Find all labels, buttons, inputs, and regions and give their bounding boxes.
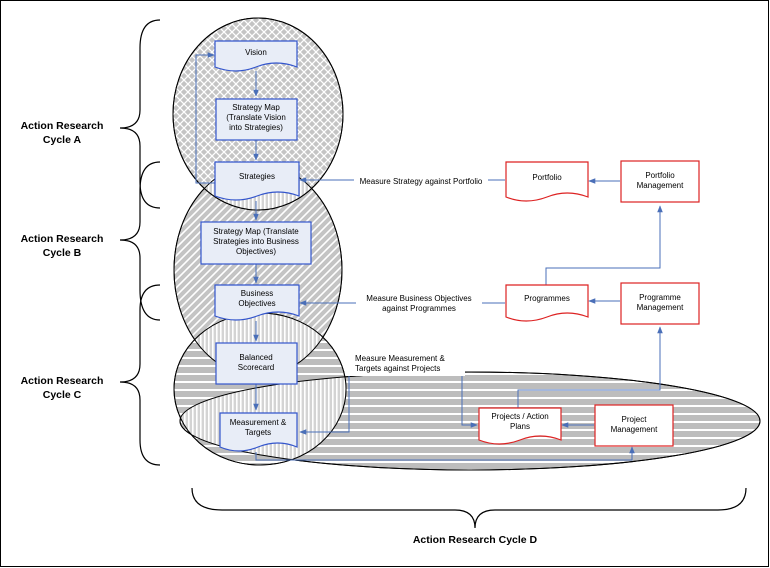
strategy-map-2-label-line: Strategy Map (Translate (213, 227, 299, 236)
cycle-d-label: Action Research Cycle D (413, 534, 538, 546)
balanced-scorecard-label-line: Scorecard (238, 363, 274, 372)
measurement-targets-label-line: Measurement & (230, 418, 287, 427)
measurement-targets-label: Measurement &Targets (230, 418, 287, 437)
project-management-box[interactable] (594, 404, 674, 447)
strategy-map-box[interactable] (215, 98, 298, 141)
projects-action-plans-label-line: Plans (510, 422, 530, 431)
brace-cycle-d (191, 487, 747, 529)
programme-management-label-line: Management (637, 303, 684, 312)
strategy-map-label-line: Strategy Map (232, 103, 280, 112)
cycle-b-label-line: Cycle B (43, 247, 82, 259)
portfolio-management-label-line: Management (637, 181, 684, 190)
vision-box[interactable] (214, 40, 298, 72)
measure-targets-label: Measure Measurement &Targets against Pro… (355, 354, 445, 373)
arrow-projects-programmemgmt (517, 326, 663, 408)
measure-objectives-label-line: against Programmes (382, 304, 456, 313)
measure-strategy-label-line: Measure Strategy against Portfolio (360, 177, 483, 186)
brace-cycle-b (119, 161, 161, 321)
portfolio-label: Portfolio (532, 173, 562, 182)
balanced-scorecard-label-line: Balanced (239, 353, 272, 362)
strategy-map-2-label-line: Objectives) (236, 247, 276, 256)
measure-objectives-label-line: Measure Business Objectives (366, 294, 471, 303)
business-objectives-box[interactable] (214, 284, 300, 321)
brace-cycle-a (119, 19, 161, 209)
strategy-map-label-line: (Translate Vision (226, 113, 286, 122)
project-management-label-line: Project (622, 415, 648, 424)
programme-management-box[interactable] (620, 282, 700, 325)
strategic-boxes (200, 40, 312, 452)
measurement-targets-box[interactable] (219, 412, 298, 452)
portfolio-management-label-line: Portfolio (645, 171, 675, 180)
arrow-label-projects (461, 368, 478, 428)
cycle-c-label-line: Cycle C (43, 389, 82, 401)
programmes-box[interactable] (505, 284, 589, 322)
strategies-label: Strategies (239, 172, 275, 181)
arrow-strategies-vision-loop (195, 52, 216, 184)
business-objectives-label-line: Business (241, 289, 273, 298)
project-management-label-line: Management (611, 425, 658, 434)
strategy-map-2-label-line: Strategies into Business (213, 237, 299, 246)
arrow-measurement-projectmgmt (255, 446, 635, 461)
measurement-targets-label-line: Targets (245, 428, 271, 437)
projects-action-plans-box[interactable] (478, 407, 562, 445)
cycle-b-label-line: Action Research (21, 233, 104, 245)
label-backgrounds (347, 175, 488, 376)
operational-boxes (478, 160, 700, 447)
arrow-projects-measurement (299, 368, 350, 435)
business-objectives-label-line: Objectives (238, 299, 275, 308)
balanced-scorecard-box[interactable] (215, 342, 298, 385)
strategy-map-label-line: into Strategies) (229, 123, 283, 132)
strategies-label-line: Strategies (239, 172, 275, 181)
measure-strategy-label: Measure Strategy against Portfolio (360, 177, 483, 186)
programmes-label-line: Programmes (524, 294, 570, 303)
programmes-label: Programmes (524, 294, 570, 303)
portfolio-management-box[interactable] (620, 160, 700, 203)
arrow-programmes-portfoliomgmt (545, 205, 663, 285)
cycle-a-label-line: Cycle A (43, 134, 82, 146)
portfolio-label-line: Portfolio (532, 173, 562, 182)
programme-management-label-line: Programme (639, 293, 681, 302)
cycle-braces (119, 19, 747, 529)
strategy-map-2-box[interactable] (200, 221, 312, 265)
cycle-d-label-line: Action Research Cycle D (413, 534, 538, 546)
brace-cycle-c (119, 284, 161, 466)
cycle-c-label-line: Action Research (21, 375, 104, 387)
measure-targets-label-line: Targets against Projects (355, 364, 440, 373)
cycle-a-label-line: Action Research (21, 120, 104, 132)
vision-label-line: Vision (245, 48, 267, 57)
projects-action-plans-label-line: Projects / Action (491, 412, 548, 421)
vision-label: Vision (245, 48, 267, 57)
measure-targets-label-line: Measure Measurement & (355, 354, 445, 363)
strategies-box[interactable] (214, 161, 300, 201)
portfolio-box[interactable] (505, 161, 589, 202)
